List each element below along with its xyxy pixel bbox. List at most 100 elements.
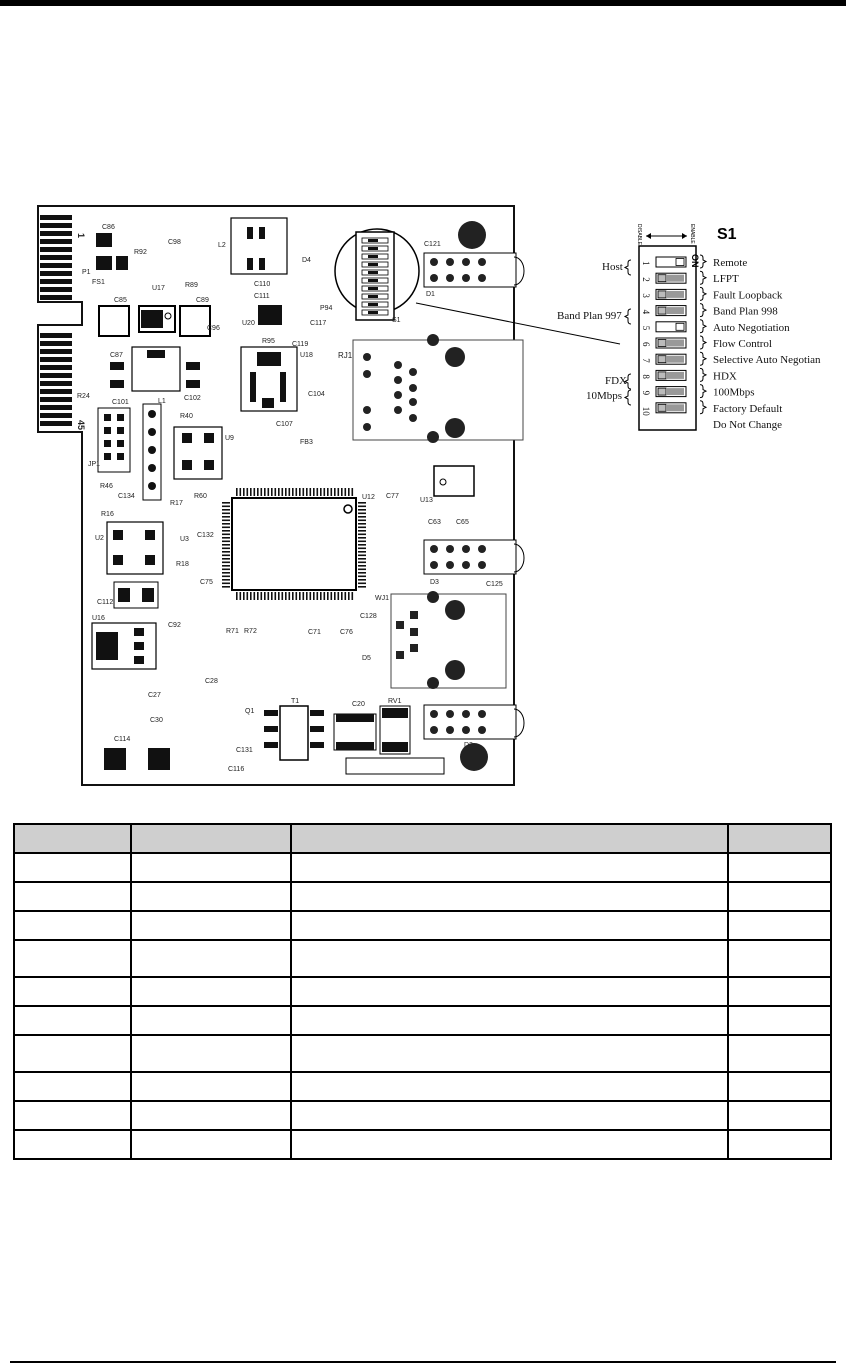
svg-text:C117: C117 — [310, 320, 326, 327]
dip-knob — [368, 287, 378, 290]
label-u16: U16 — [92, 615, 105, 622]
table-row — [13, 1100, 832, 1131]
label-rj1: RJ1 — [338, 351, 353, 360]
svg-text:C77: C77 — [386, 493, 399, 500]
edge-pin — [40, 373, 72, 378]
ic-pin — [358, 512, 366, 515]
switch-number: 6 — [641, 342, 651, 347]
ic-pin — [243, 592, 245, 600]
switch-label: LFPT — [713, 273, 739, 285]
ic-pin — [288, 488, 291, 496]
ic-u20 — [258, 305, 282, 325]
ic-pin — [274, 488, 277, 496]
ic-pin — [358, 533, 366, 536]
ic-pin — [264, 488, 266, 496]
pin-label-top: 1 — [76, 233, 86, 238]
table-cell — [727, 881, 832, 912]
svg-text:C101: C101 — [112, 399, 129, 406]
ic-pin — [288, 592, 291, 600]
label-c86: C86 — [102, 224, 115, 231]
table-cell — [13, 1129, 132, 1160]
bracket — [699, 384, 708, 399]
switch-label: Fault Loopback — [713, 289, 783, 301]
ic-pin — [222, 512, 230, 515]
top-rule — [0, 0, 846, 6]
ic-pin — [260, 488, 263, 496]
svg-text:C28: C28 — [205, 678, 218, 685]
ic-pin — [341, 488, 343, 496]
ic-pin — [358, 547, 366, 550]
switch-slot — [655, 321, 687, 333]
ic-pin — [222, 519, 230, 522]
svg-text:R16: R16 — [101, 511, 114, 518]
ic-pin — [358, 558, 366, 560]
edge-pin — [40, 341, 72, 346]
switch-label: Factory Default — [713, 403, 782, 415]
label-l1: L1 — [158, 398, 166, 405]
ic-pin — [358, 544, 366, 546]
svg-text:C125: C125 — [486, 581, 503, 588]
label-u20: U20 — [242, 320, 255, 327]
switch-number: 10 — [641, 407, 651, 417]
table-row — [13, 1129, 832, 1160]
table-cell — [727, 1034, 832, 1073]
switch-label: 100Mbps — [713, 387, 755, 399]
table-cell — [290, 910, 729, 941]
s1-disable-label: DISABLE — [636, 224, 642, 246]
ic-pin — [358, 565, 366, 567]
label-jp1: JP1 — [88, 461, 100, 468]
table-header-row — [13, 823, 832, 854]
table-cell — [727, 939, 832, 978]
pin-label-bottom: 45 — [76, 420, 86, 430]
ic-pin — [243, 488, 245, 496]
switch-knob — [675, 322, 685, 331]
ic-pin — [358, 575, 366, 578]
table-row — [13, 1071, 832, 1102]
edge-pin — [40, 279, 72, 284]
mount-hole-top — [458, 221, 486, 249]
edge-pin — [40, 405, 72, 410]
table-cell — [130, 1129, 292, 1160]
table-cell — [13, 1100, 132, 1131]
switch-fill — [666, 290, 684, 298]
label-u17: U17 — [152, 285, 165, 292]
edge-pin — [40, 271, 72, 276]
table-cell — [13, 1071, 132, 1102]
led-d2: D2 — [423, 704, 525, 749]
ic-pin — [316, 488, 319, 496]
svg-text:C112: C112 — [97, 599, 113, 606]
edge-pin — [40, 231, 72, 236]
label-fs1: FS1 — [92, 279, 105, 286]
ic-pin — [358, 530, 366, 532]
table-cell — [13, 939, 132, 978]
switch-number: 7 — [641, 358, 651, 363]
svg-text:C92: C92 — [168, 622, 181, 629]
table-cell — [727, 852, 832, 883]
ic-pin — [222, 526, 230, 529]
ic-pin — [358, 586, 366, 588]
ic-pin — [358, 523, 366, 525]
dip-knob — [368, 247, 378, 250]
table-cell — [727, 1005, 832, 1036]
svg-text:R18: R18 — [176, 561, 189, 568]
switch-knob — [675, 258, 685, 266]
edge-pin — [40, 381, 72, 386]
ic-u9 — [173, 426, 223, 480]
ic-pin — [334, 488, 336, 496]
table-row — [13, 976, 832, 1007]
switch-fill — [666, 355, 684, 363]
table-cell — [13, 1005, 132, 1036]
ic-pin — [222, 516, 230, 518]
ic-pin — [337, 488, 340, 496]
ic-pin — [358, 579, 366, 581]
ic-pin — [267, 488, 270, 496]
ic-pin — [306, 488, 308, 496]
bracket — [699, 270, 708, 285]
ic-pin — [358, 509, 366, 511]
ic-pin — [281, 592, 284, 600]
ic-pin — [313, 488, 315, 496]
bracket — [699, 351, 708, 366]
dip-knob — [368, 255, 378, 258]
ic-pin — [299, 592, 301, 600]
header-cell — [290, 823, 729, 854]
